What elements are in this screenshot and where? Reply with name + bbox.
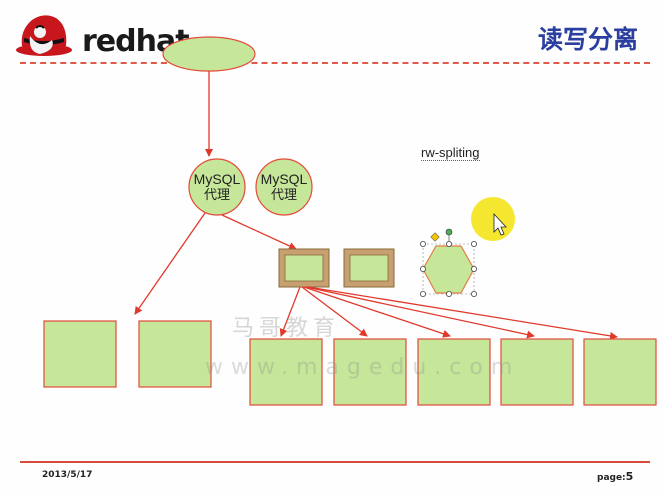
selected-hexagon[interactable]	[419, 228, 477, 297]
resize-handle[interactable]	[470, 265, 477, 272]
slide-title: 读写分离	[537, 25, 638, 54]
arrow-master-to-slave2	[301, 286, 368, 337]
proxy2-label: MySQL 代理	[256, 171, 312, 203]
resize-handle[interactable]	[470, 290, 477, 297]
footer-date: 2013/5/17	[42, 470, 93, 480]
resize-handle[interactable]	[445, 290, 452, 297]
rotate-handle[interactable]	[445, 228, 453, 236]
arrow-master-to-slave5	[307, 286, 618, 340]
resize-handle[interactable]	[445, 240, 452, 247]
page-label: page:	[597, 473, 626, 483]
arrow-proxy-to-server1	[134, 212, 206, 315]
slave-box-4[interactable]	[500, 338, 574, 406]
resize-handle[interactable]	[419, 290, 426, 297]
shadowman-icon	[16, 15, 72, 56]
page-number: 5	[625, 470, 634, 483]
watermark-brand: 马哥教育	[232, 316, 341, 341]
adjust-handle[interactable]	[430, 232, 440, 242]
server-box-2[interactable]	[138, 320, 212, 388]
proxy2-label-line2: 代理	[270, 187, 297, 202]
arrow-proxy-to-master	[221, 214, 297, 250]
server-box-1[interactable]	[43, 320, 117, 388]
proxy2-label-line1: MySQL	[260, 171, 308, 187]
redhat-logo: redhat	[10, 6, 190, 62]
arrow-master-to-slave3	[303, 286, 451, 338]
master-node-2[interactable]	[343, 248, 395, 288]
mouse-cursor-icon	[493, 212, 507, 236]
proxy1-label-line2: 代理	[203, 187, 230, 202]
client-ellipse[interactable]	[162, 36, 256, 72]
resize-handle[interactable]	[419, 265, 426, 272]
resize-handle[interactable]	[470, 240, 477, 247]
footer-page: page:5	[597, 470, 633, 483]
master-node-1[interactable]	[278, 248, 330, 288]
header-divider	[20, 62, 650, 64]
cursor-highlight	[471, 197, 515, 241]
rw-spliting-label: rw-spliting	[421, 145, 480, 161]
mysql-proxy-2[interactable]	[255, 158, 313, 216]
resize-handle[interactable]	[419, 240, 426, 247]
slave-box-2[interactable]	[333, 338, 407, 406]
arrow-master-to-slave4	[305, 286, 535, 339]
arrow-master-to-slave1	[279, 286, 301, 337]
slave-box-5[interactable]	[583, 338, 657, 406]
mysql-proxy-1[interactable]	[188, 158, 246, 216]
slave-box-3[interactable]	[417, 338, 491, 406]
proxy1-label-line1: MySQL	[193, 171, 241, 187]
watermark-url: www.magedu.com	[205, 355, 521, 380]
footer-divider	[20, 461, 650, 463]
slave-box-1[interactable]	[249, 338, 323, 406]
proxy1-label: MySQL 代理	[189, 171, 245, 203]
